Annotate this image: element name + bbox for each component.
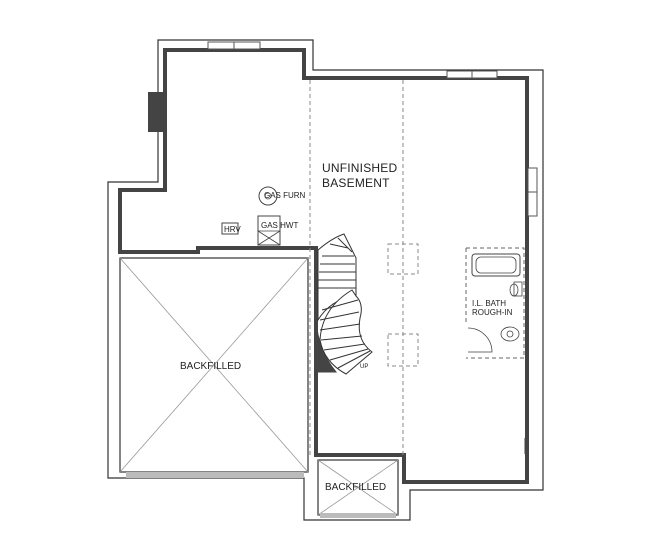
basement-label-line1: UNFINISHED xyxy=(322,161,397,175)
curved-staircase xyxy=(315,233,373,375)
basement-label-line2: BASEMENT xyxy=(322,176,390,190)
hrv-label: HRV xyxy=(224,225,241,234)
chimney-block xyxy=(148,92,165,132)
bath-label-line2: ROUGH-IN xyxy=(472,308,513,317)
outer-wall-outline xyxy=(107,39,544,521)
gas-furnace xyxy=(258,186,278,206)
gas-furnace-label: GAS FURN xyxy=(264,191,306,200)
post-footing-upper xyxy=(387,243,419,275)
window-top-left xyxy=(207,41,261,50)
backfilled-area-small xyxy=(317,459,399,518)
backfilled-area-main xyxy=(119,257,309,478)
window-right xyxy=(527,167,538,217)
backfilled-main-label: BACKFILLED xyxy=(180,361,241,372)
hrv-unit xyxy=(221,222,239,235)
window-top-right xyxy=(446,70,498,79)
gas-hwt-label: GAS HWT xyxy=(261,221,298,230)
gas-hot-water-tank xyxy=(257,215,281,246)
backfilled-small-label: BACKFILLED xyxy=(325,482,386,493)
stairs-up-label: UP xyxy=(360,364,368,370)
post-footing-lower xyxy=(387,333,419,367)
foundation-wall xyxy=(118,48,529,484)
bathroom-rough-in xyxy=(465,247,525,359)
bath-label-line1: I.L. BATH xyxy=(472,299,506,308)
